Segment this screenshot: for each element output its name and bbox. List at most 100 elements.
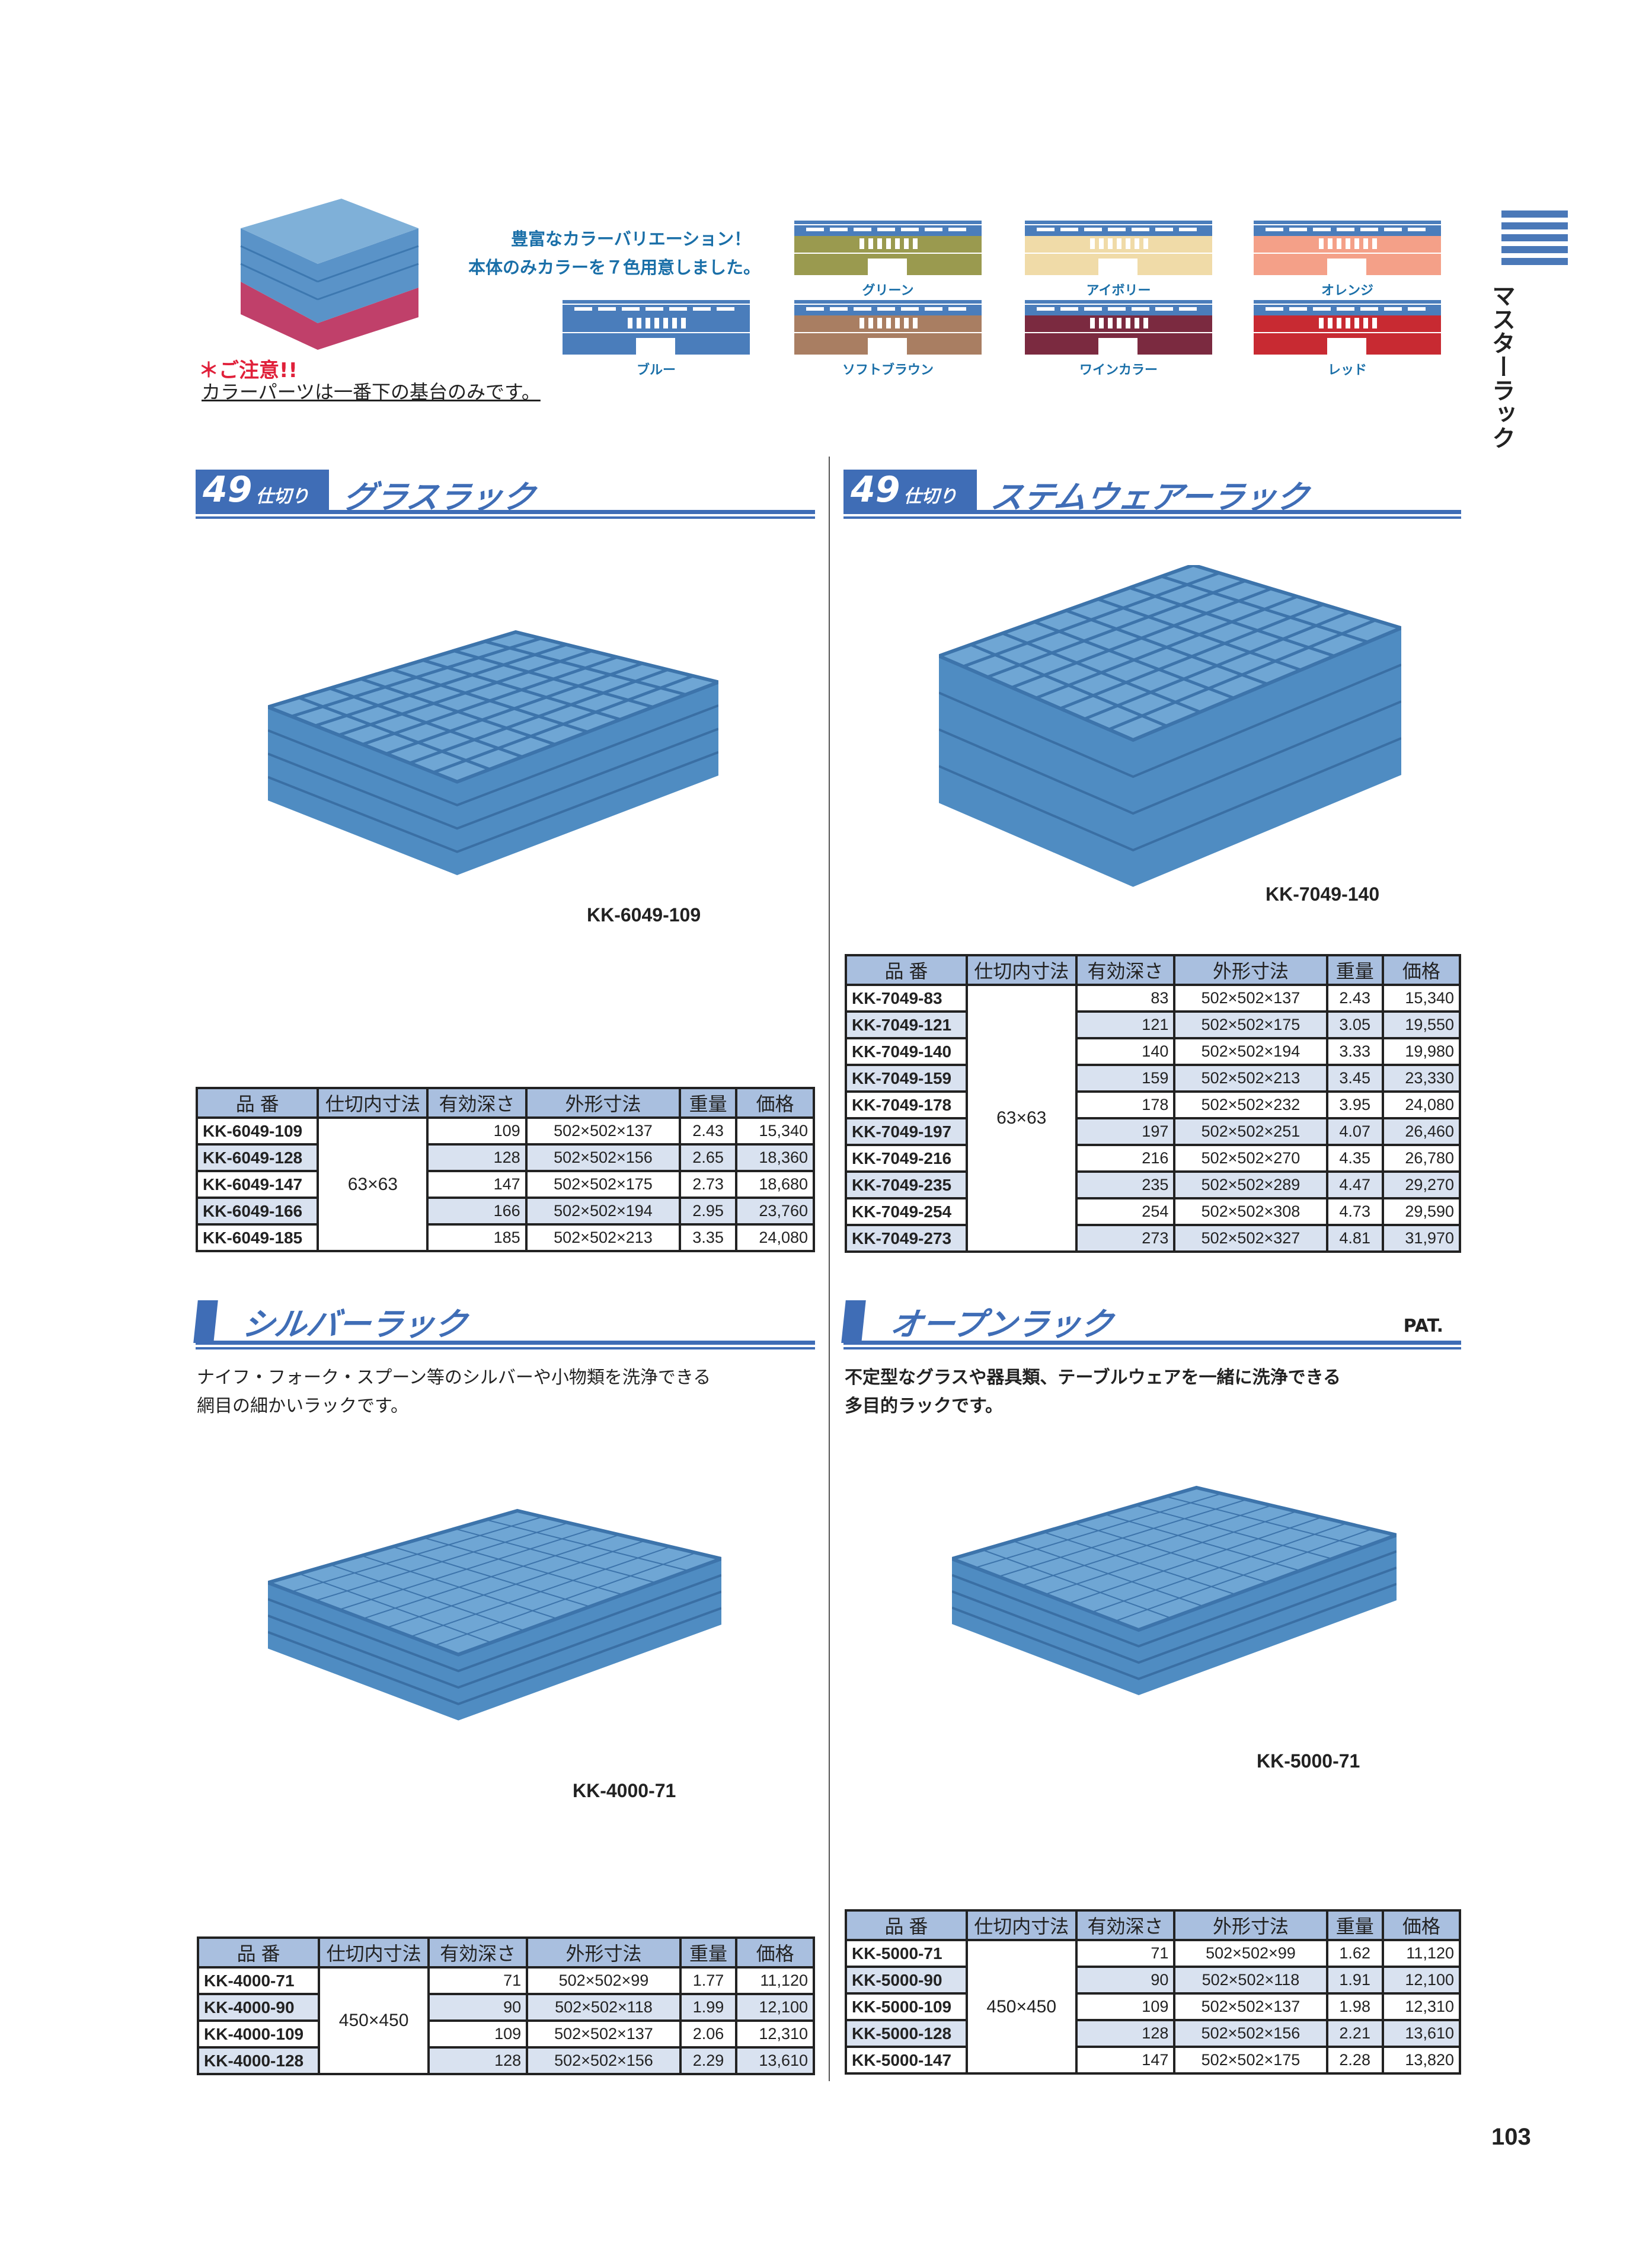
notice-title: ＊ご注意!! xyxy=(199,359,298,382)
stemware-rack-photo xyxy=(939,565,1401,887)
weight: 2.95 xyxy=(679,1197,737,1226)
product-code: KK-6049-185 xyxy=(195,1223,319,1252)
outer-dimensions: 502×502×156 xyxy=(526,2046,682,2075)
crate-silhouette-icon xyxy=(1025,221,1212,275)
effective-depth: 121 xyxy=(1075,1010,1176,1039)
price: 15,340 xyxy=(1381,984,1462,1013)
column-divider xyxy=(829,457,830,2081)
weight: 2.21 xyxy=(1325,2019,1384,2048)
column-header: 有効深さ xyxy=(427,1936,529,1969)
outer-dimensions: 502×502×156 xyxy=(1173,2019,1328,2048)
column-header: 重量 xyxy=(679,1936,738,1969)
column-header: 有効深さ xyxy=(1075,954,1176,986)
outer-dimensions: 502×502×213 xyxy=(525,1223,682,1252)
price: 24,080 xyxy=(734,1223,816,1252)
weight: 3.45 xyxy=(1325,1064,1384,1093)
effective-depth: 128 xyxy=(427,2046,529,2075)
weight: 3.35 xyxy=(679,1223,737,1252)
weight: 4.07 xyxy=(1325,1117,1384,1146)
section-title: シルバーラック xyxy=(239,1306,469,1343)
column-header: 外形寸法 xyxy=(525,1087,682,1119)
effective-depth: 140 xyxy=(1075,1037,1176,1066)
product-code: KK-5000-71 xyxy=(845,1939,968,1968)
price: 12,310 xyxy=(735,2019,815,2049)
effective-depth: 128 xyxy=(1075,2019,1176,2048)
effective-depth: 147 xyxy=(1075,2046,1176,2075)
outer-dimensions: 502×502×99 xyxy=(526,1966,682,1995)
open-rack-description: 不定型なグラスや器具類、テーブルウェアを一緒に洗浄できる多目的ラックです。 xyxy=(845,1364,1341,1421)
product-code: KK-7049-235 xyxy=(845,1170,968,1199)
outer-dimensions: 502×502×137 xyxy=(1173,984,1328,1013)
column-header: 品 番 xyxy=(845,1909,968,1941)
color-swatch-1: グリーン xyxy=(794,221,982,298)
column-header: 外形寸法 xyxy=(1173,1909,1328,1941)
headline-color-variation: 豊富なカラーバリエーション！ xyxy=(511,229,752,249)
effective-depth: 166 xyxy=(426,1197,528,1226)
product-code: KK-5000-128 xyxy=(845,2019,968,2048)
weight: 4.81 xyxy=(1325,1224,1384,1253)
headline-seven-colors: 本体のみカラーを７色用意しました。 xyxy=(468,257,761,277)
price: 12,100 xyxy=(1381,1966,1462,1995)
crate-silhouette-icon xyxy=(1254,300,1441,355)
page-number: 103 xyxy=(1491,2124,1531,2150)
product-code: KK-7049-216 xyxy=(845,1144,968,1173)
partition-size: 63×63 xyxy=(317,1116,429,1252)
weight: 4.73 xyxy=(1325,1197,1384,1226)
effective-depth: 197 xyxy=(1075,1117,1176,1146)
description-line: 多目的ラックです。 xyxy=(845,1396,1003,1416)
color-label: ブルー xyxy=(636,363,676,378)
table-header-row: 品 番仕切内寸法有効深さ外形寸法重量価格 xyxy=(196,1936,815,1969)
column-header: 価格 xyxy=(734,1087,816,1119)
effective-depth: 128 xyxy=(426,1143,528,1172)
weight: 4.47 xyxy=(1325,1170,1384,1199)
side-tab-stripes xyxy=(1501,210,1568,270)
product-code: KK-6049-147 xyxy=(195,1170,319,1199)
partition-count: 49 xyxy=(851,469,900,511)
price: 24,080 xyxy=(1381,1090,1462,1119)
outer-dimensions: 502×502×118 xyxy=(526,1993,682,2022)
effective-depth: 90 xyxy=(1075,1966,1176,1995)
product-code: KK-6049-128 xyxy=(195,1143,319,1172)
weight: 1.91 xyxy=(1325,1966,1384,1995)
column-header: 重量 xyxy=(679,1087,737,1119)
price: 13,610 xyxy=(735,2046,815,2075)
price: 19,980 xyxy=(1381,1037,1462,1066)
column-header: 価格 xyxy=(1381,954,1462,986)
color-swatch-4: ソフトブラウン xyxy=(794,300,982,378)
price: 18,360 xyxy=(734,1143,816,1172)
partition-size: 450×450 xyxy=(318,1966,430,2075)
weight: 3.95 xyxy=(1325,1090,1384,1119)
section-header-silver-rack: シルバーラック xyxy=(193,1300,815,1349)
column-header: 仕切内寸法 xyxy=(965,1909,1078,1941)
product-code: KK-7049-178 xyxy=(845,1090,968,1119)
color-swatch-5: ワインカラー xyxy=(1025,300,1212,378)
crate-silhouette-icon xyxy=(563,300,750,355)
color-rack-photo xyxy=(240,199,419,350)
side-tab-label: マスターラック xyxy=(1488,283,1515,449)
outer-dimensions: 502×502×137 xyxy=(526,2019,682,2049)
column-header: 品 番 xyxy=(195,1087,319,1119)
product-code: KK-7049-83 xyxy=(845,984,968,1013)
price: 26,780 xyxy=(1381,1144,1462,1173)
outer-dimensions: 502×502×251 xyxy=(1173,1117,1328,1146)
column-header: 外形寸法 xyxy=(526,1936,682,1969)
weight: 3.33 xyxy=(1325,1037,1384,1066)
outer-dimensions: 502×502×327 xyxy=(1173,1224,1328,1253)
outer-dimensions: 502×502×99 xyxy=(1173,1939,1328,1968)
model-label: KK-6049-109 xyxy=(587,904,701,926)
product-code: KK-7049-140 xyxy=(845,1037,968,1066)
weight: 2.43 xyxy=(679,1116,737,1146)
outer-dimensions: 502×502×137 xyxy=(525,1116,682,1146)
